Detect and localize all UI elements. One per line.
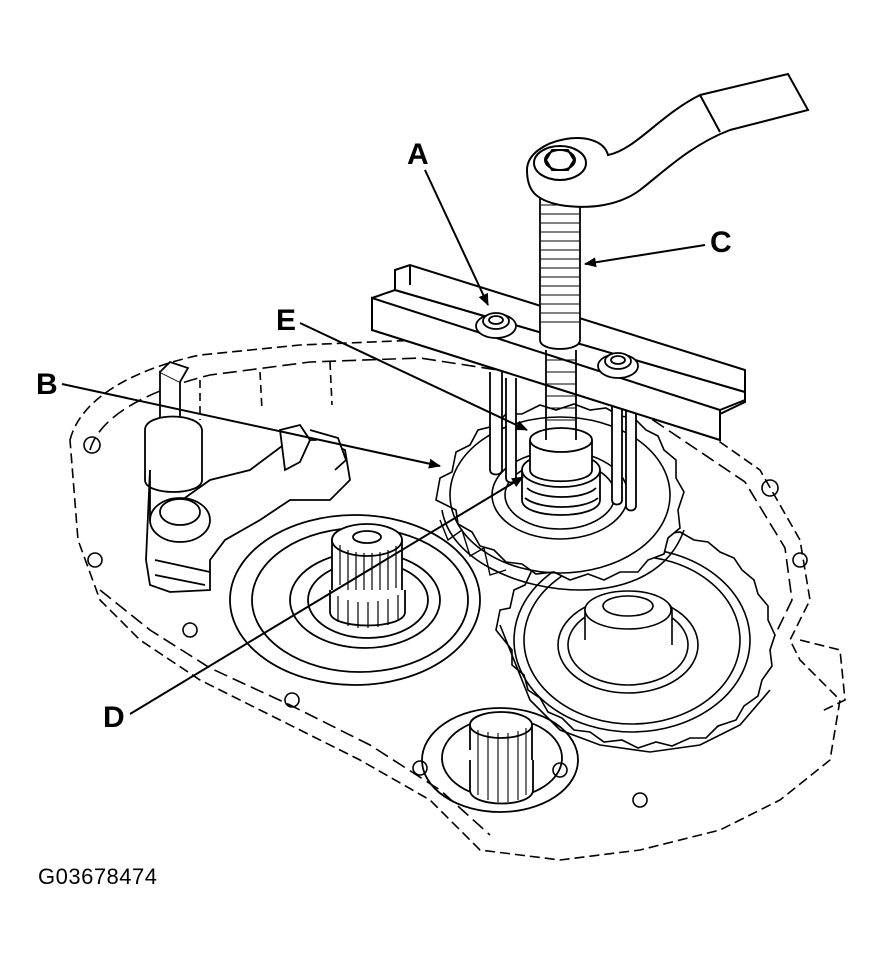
countershaft-gear [495,527,776,753]
callout-a: A [407,138,429,171]
leader-e [299,322,528,431]
lower-shaft [421,707,579,813]
leader-d [129,476,524,715]
puller-screw [539,196,581,440]
leader-lines [61,169,706,715]
callout-d: D [103,701,125,734]
bolt-right [597,352,639,379]
callout-b: B [36,368,58,401]
figure-id: G03678474 [38,864,158,889]
bearing-attachment [521,427,601,516]
mainshaft-splines [329,523,406,628]
callout-e: E [276,304,297,337]
shift-lever-assembly [144,360,351,593]
leader-b [61,383,441,469]
box-end-wrench [525,72,810,208]
callout-c: C [710,226,732,259]
puller-legs [489,372,637,512]
leader-c [584,244,706,268]
leader-a [424,169,489,306]
bolt-left [475,312,517,339]
